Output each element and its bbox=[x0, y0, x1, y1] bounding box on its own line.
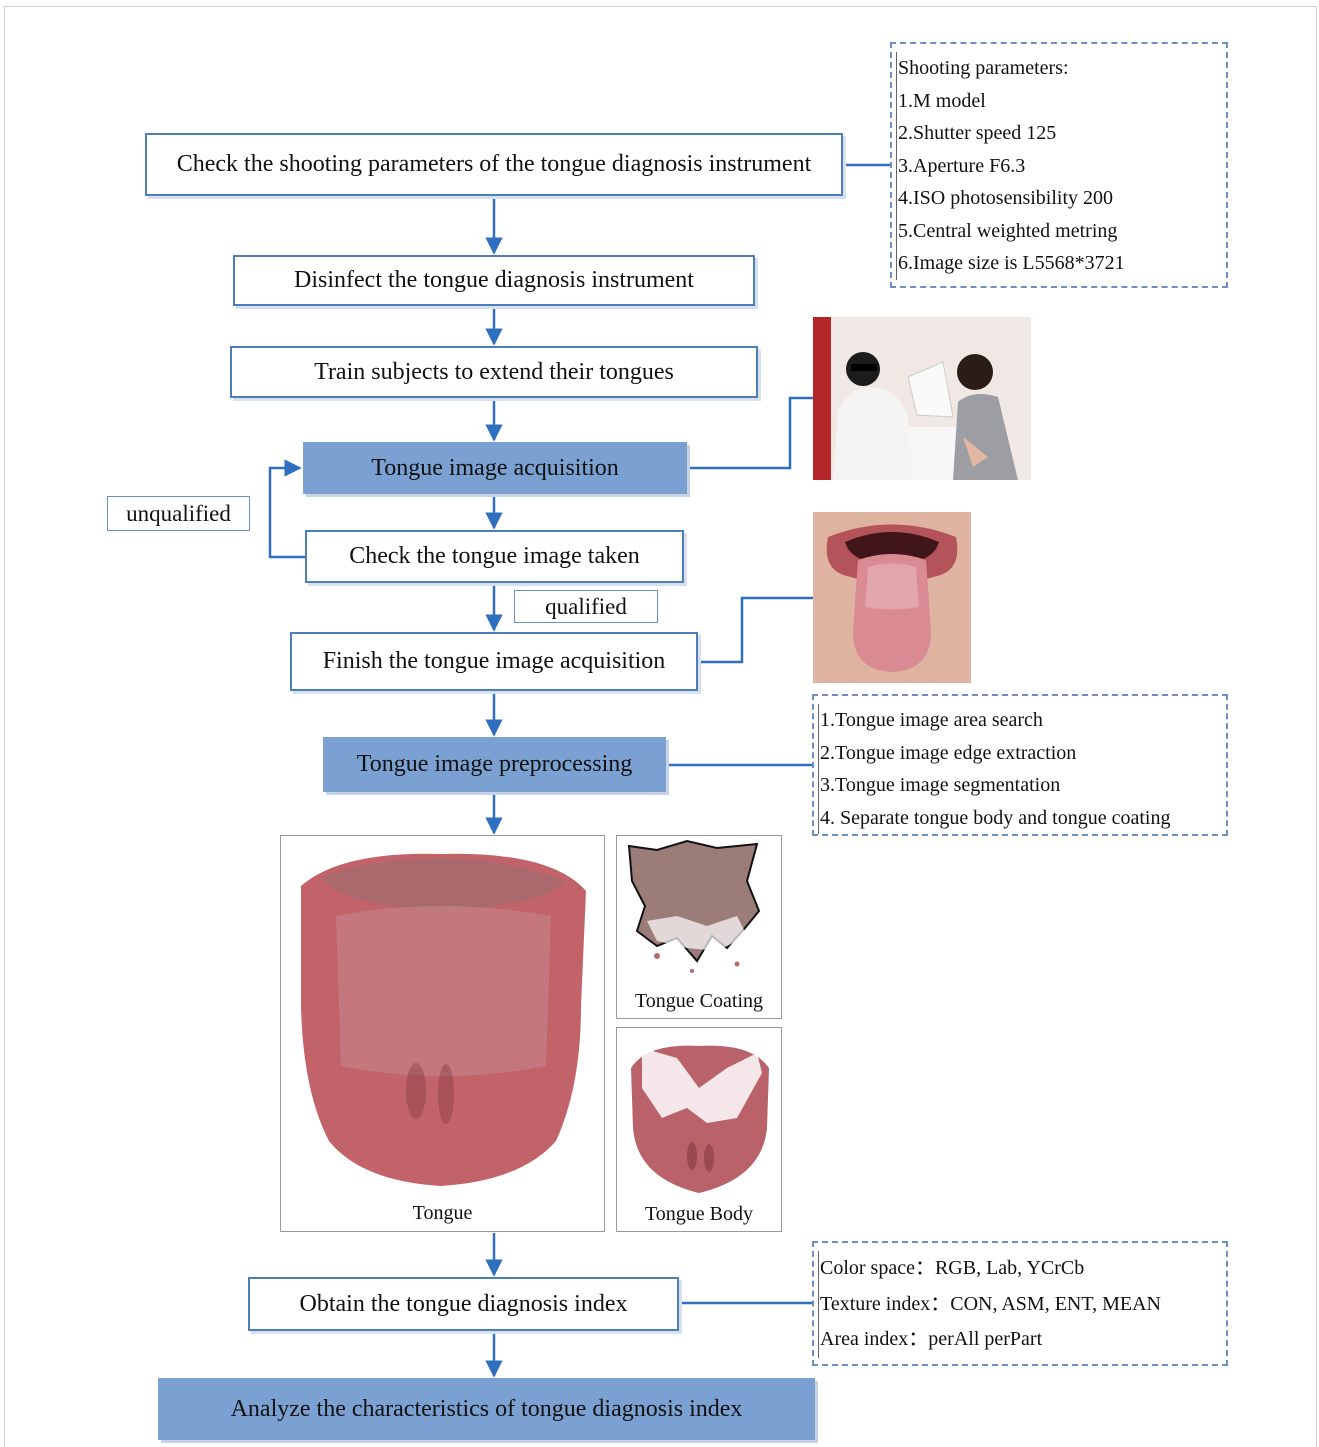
step-obtain-index: Obtain the tongue diagnosis index bbox=[248, 1277, 679, 1331]
tongue-caption: Tongue bbox=[281, 1202, 604, 1225]
step-obtain-index-label: Obtain the tongue diagnosis index bbox=[300, 1291, 628, 1318]
preprocessing-step-item: 4. Separate tongue body and tongue coati… bbox=[818, 802, 1220, 835]
shooting-parameters-box: Shooting parameters: 1.M model 2.Shutter… bbox=[890, 42, 1228, 288]
preprocessing-step-item: 1.Tongue image area search bbox=[818, 704, 1220, 737]
unqualified-tag: unqualified bbox=[107, 496, 250, 531]
qualified-tag: qualified bbox=[514, 590, 658, 623]
qualified-label: qualified bbox=[545, 594, 627, 620]
tongue-body-caption: Tongue Body bbox=[617, 1203, 781, 1226]
step-finish-acquisition: Finish the tongue image acquisition bbox=[290, 632, 698, 691]
tongue-coating-caption: Tongue Coating bbox=[617, 990, 781, 1013]
shooting-parameter-item: 3.Aperture F6.3 bbox=[896, 150, 1220, 183]
step-check-image-label: Check the tongue image taken bbox=[349, 543, 640, 570]
step-train-subjects-label: Train subjects to extend their tongues bbox=[314, 359, 674, 386]
step-analyze: Analyze the characteristics of tongue di… bbox=[158, 1378, 815, 1440]
step-train-subjects: Train subjects to extend their tongues bbox=[230, 346, 758, 398]
index-detail-item: Color space：RGB, Lab, YCrCb bbox=[818, 1251, 1220, 1287]
step-check-image: Check the tongue image taken bbox=[305, 530, 684, 583]
tongue-extended-photo bbox=[813, 512, 971, 683]
shooting-parameter-item: 6.Image size is L5568*3721 bbox=[896, 247, 1220, 280]
tongue-body-image bbox=[617, 1028, 781, 1200]
acquisition-photo bbox=[813, 317, 1031, 480]
step-analyze-label: Analyze the characteristics of tongue di… bbox=[231, 1396, 743, 1423]
shooting-parameter-item: 4.ISO photosensibility 200 bbox=[896, 182, 1220, 215]
step-check-parameters-label: Check the shooting parameters of the ton… bbox=[177, 151, 812, 178]
index-detail-item: Area index：perAll perPart bbox=[818, 1322, 1220, 1358]
preprocessing-step-item: 2.Tongue image edge extraction bbox=[818, 737, 1220, 770]
tongue-coating-panel: Tongue Coating bbox=[616, 835, 782, 1019]
unqualified-label: unqualified bbox=[126, 501, 231, 527]
tongue-coating-image bbox=[617, 836, 781, 986]
step-check-parameters: Check the shooting parameters of the ton… bbox=[145, 133, 843, 196]
step-image-acquisition-label: Tongue image acquisition bbox=[371, 455, 619, 482]
index-details-box: Color space：RGB, Lab, YCrCb Texture inde… bbox=[812, 1241, 1228, 1366]
step-finish-acquisition-label: Finish the tongue image acquisition bbox=[323, 648, 666, 675]
step-image-acquisition: Tongue image acquisition bbox=[303, 442, 687, 494]
step-disinfect: Disinfect the tongue diagnosis instrumen… bbox=[233, 255, 755, 306]
step-preprocessing-label: Tongue image preprocessing bbox=[357, 751, 633, 778]
step-preprocessing: Tongue image preprocessing bbox=[323, 737, 666, 792]
step-disinfect-label: Disinfect the tongue diagnosis instrumen… bbox=[294, 267, 694, 294]
preprocessing-step-item: 3.Tongue image segmentation bbox=[818, 769, 1220, 802]
index-detail-item: Texture index：CON, ASM, ENT, MEAN bbox=[818, 1287, 1220, 1323]
shooting-parameter-item: 5.Central weighted metring bbox=[896, 215, 1220, 248]
tongue-panel: Tongue bbox=[280, 835, 605, 1232]
loop-back-arrow bbox=[270, 468, 306, 557]
shooting-parameter-item: 1.M model bbox=[896, 85, 1220, 118]
shooting-parameters-title: Shooting parameters: bbox=[896, 52, 1220, 85]
tongue-body-panel: Tongue Body bbox=[616, 1027, 782, 1232]
shooting-parameter-item: 2.Shutter speed 125 bbox=[896, 117, 1220, 150]
link-photo-2 bbox=[697, 598, 813, 662]
tongue-image bbox=[281, 836, 604, 1196]
preprocessing-steps-box: 1.Tongue image area search 2.Tongue imag… bbox=[812, 694, 1228, 836]
link-photo-1 bbox=[686, 398, 813, 468]
